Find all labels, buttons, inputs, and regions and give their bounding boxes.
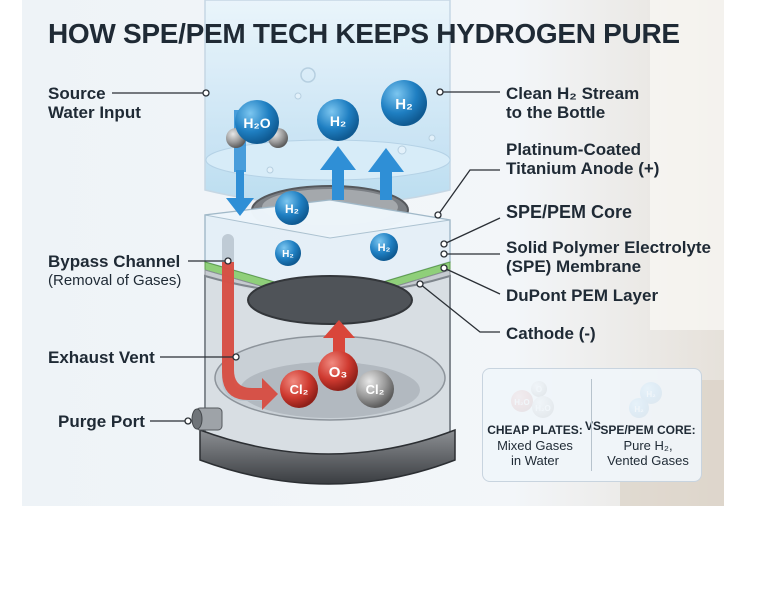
label-source-water: Source Water Input [48, 84, 141, 122]
svg-text:Cl₂: Cl₂ [366, 382, 385, 397]
h2-molecule-top-right: H₂ [381, 80, 427, 126]
purge-port-opening [191, 408, 203, 430]
svg-text:O₃: O₃ [329, 364, 348, 381]
h2o-molecule: H₂O [226, 100, 288, 148]
label-cathode: Cathode (-) [506, 324, 596, 343]
h2-molecule-core-left: H₂ [275, 240, 301, 266]
label-anode: Platinum-Coated Titanium Anode (+) [506, 140, 660, 178]
svg-text:H₂: H₂ [330, 113, 346, 129]
label-spe-pem-core: SPE/PEM Core [506, 202, 633, 222]
cl2-molecule-right: Cl₂ [356, 370, 394, 408]
base-ring [199, 428, 456, 485]
water-input-arrow [226, 170, 254, 216]
bubble [397, 145, 407, 155]
legend-divider [591, 379, 592, 471]
label-bypass-sub: (Removal of Gases) [48, 272, 182, 289]
label-dupont-layer: DuPont PEM Layer [506, 286, 659, 305]
cathode-plate [247, 275, 413, 325]
legend-cheap-plates: CHEAP PLATES: Mixed Gases in Water [487, 423, 583, 468]
bypass-down-arrow [222, 262, 278, 410]
svg-text:H₂: H₂ [285, 202, 299, 216]
svg-text:H₂: H₂ [282, 249, 294, 260]
cl2-molecule-left: Cl₂ [280, 370, 318, 408]
o3-molecule: O₃ [318, 351, 358, 391]
bubble [428, 134, 436, 142]
legend-vs: VS [585, 419, 602, 433]
label-exhaust-vent: Exhaust Vent [48, 348, 155, 367]
legend-spe-pem-core: SPE/PEM CORE: Pure H₂, Vented Gases [600, 423, 696, 468]
bubble [266, 166, 274, 174]
h2-up-arrow-right [368, 148, 404, 200]
svg-text:H₂: H₂ [395, 96, 413, 113]
bubble [294, 92, 302, 100]
label-clean-h2-stream: Clean H₂ Stream to the Bottle [506, 84, 640, 122]
comparison-legend: CHEAP PLATES: Mixed Gases in Water VS SP… [482, 368, 702, 482]
ozone-up-arrow [323, 320, 355, 356]
h2-molecule-core-right: H₂ [370, 233, 398, 261]
svg-text:H₂: H₂ [378, 242, 391, 254]
label-purge-port: Purge Port [58, 412, 145, 431]
h2-molecule-top-center: H₂ [317, 99, 359, 141]
h2-molecule-anode: H₂ [275, 191, 309, 225]
h2o-label: H₂O [243, 115, 270, 131]
bubble [300, 67, 316, 83]
label-bypass-channel: Bypass Channel (Removal of Gases) [48, 252, 182, 289]
diagram-title: HOW SPE/PEM TECH KEEPS HYDROGEN PURE [48, 18, 680, 49]
window-light [650, 0, 724, 330]
label-membrane: Solid Polymer Electrolyte (SPE) Membrane [506, 238, 712, 276]
svg-text:Cl₂: Cl₂ [290, 382, 309, 397]
leader-dots [184, 88, 448, 425]
h2-up-arrow-left [320, 146, 356, 200]
leader-lines [112, 91, 501, 422]
